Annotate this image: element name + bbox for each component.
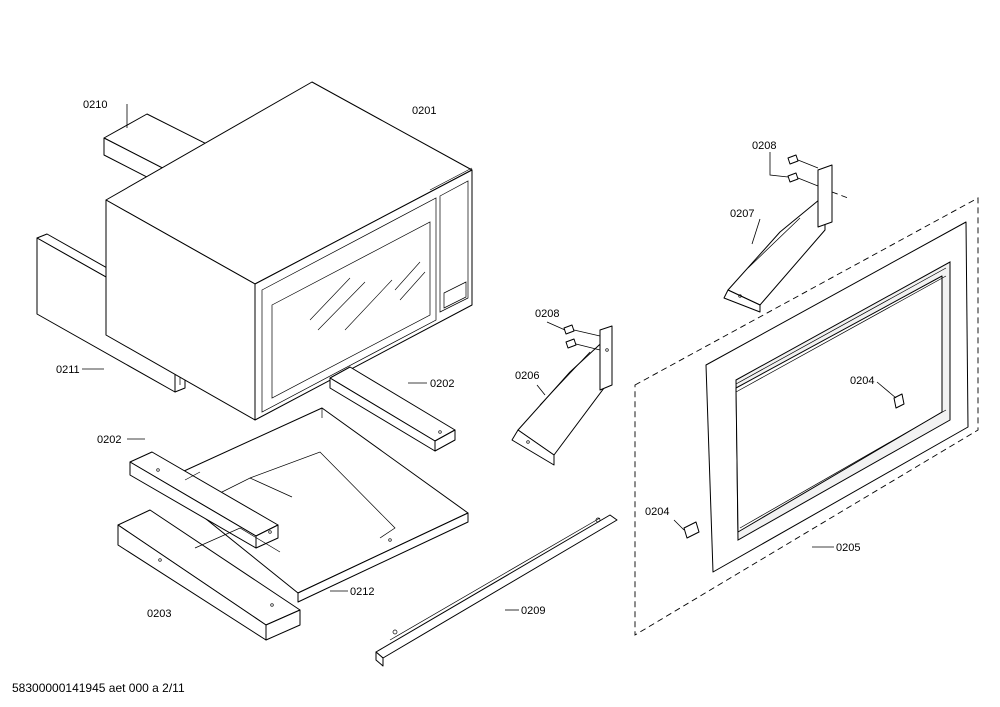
clip-0204-lower <box>683 521 700 539</box>
label-0202-right: 0202 <box>430 378 454 390</box>
label-0209: 0209 <box>521 605 545 617</box>
label-0212: 0212 <box>350 586 374 598</box>
label-0201: 0201 <box>412 105 436 117</box>
label-0208-upper: 0208 <box>752 140 776 152</box>
label-0206: 0206 <box>515 370 539 382</box>
callout-labels: 0210 0201 0211 0202 0202 0212 0203 0209 … <box>56 99 874 620</box>
label-0211: 0211 <box>56 364 80 376</box>
screws-0208-upper <box>787 154 849 199</box>
mounting-rail-0202-right <box>329 366 456 452</box>
bracket-0207 <box>723 164 833 313</box>
label-0207: 0207 <box>730 208 754 220</box>
base-tray-0212 <box>159 407 469 603</box>
mounting-rail-0202-left <box>129 451 279 549</box>
bracket-0206 <box>511 325 613 466</box>
lower-frame-0203 <box>117 509 301 641</box>
trim-frame-0205 <box>634 197 979 636</box>
label-0205: 0205 <box>836 542 860 554</box>
label-0204-lower: 0204 <box>645 506 669 518</box>
label-0203: 0203 <box>147 608 171 620</box>
drawing-reference-footer: 58300000141945 aet 000 a 2/11 <box>12 681 185 695</box>
leader-lines <box>82 104 897 611</box>
trim-strip-0209 <box>375 514 618 667</box>
clip-0204-upper <box>893 393 905 409</box>
label-0210: 0210 <box>83 99 107 111</box>
label-0208-center: 0208 <box>535 308 559 320</box>
screws-0208-center <box>563 324 601 351</box>
microwave-oven-0201 <box>105 81 473 421</box>
label-0204-upper: 0204 <box>850 375 874 387</box>
label-0202-left: 0202 <box>97 434 121 446</box>
